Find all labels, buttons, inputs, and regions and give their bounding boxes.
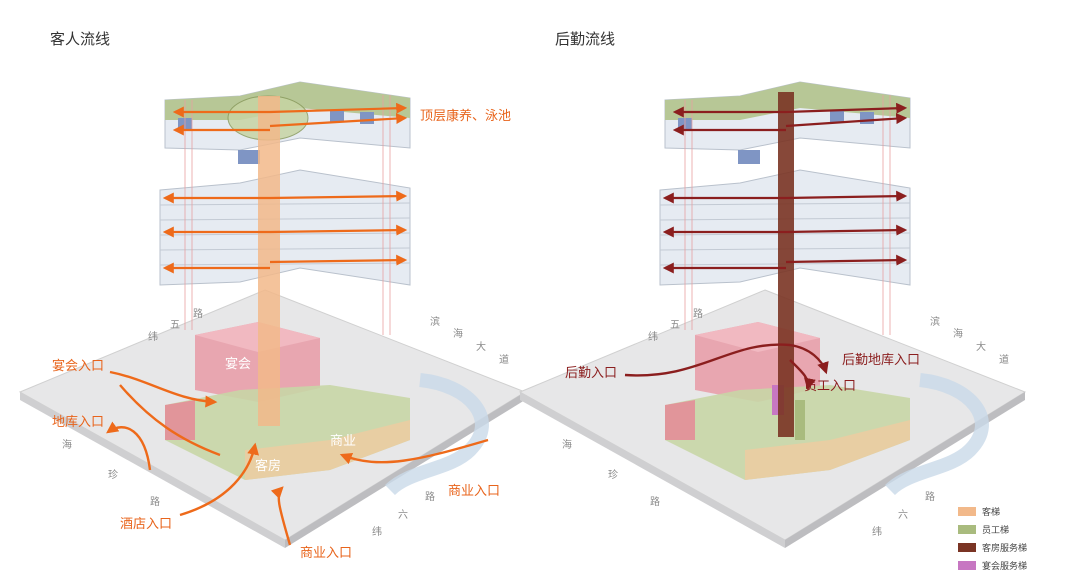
legend-swatch [958,524,976,534]
commerce-entrance-bottom-label: 商业入口 [300,546,352,561]
commerce-label: 商业 [330,434,356,449]
legend-swatch [958,506,976,516]
site-side-right [285,392,525,548]
left-diagram: 顶层康养、泳池 宴会 商业 客房 宴会入口 地库入口 酒店入口 商业入口 商业入… [18,81,527,561]
street-binhai-r4: 道 [999,353,1009,366]
legend-label: 客梯 [982,507,1001,518]
legend-item: 员工梯 [958,520,1027,538]
street-haizhen-r3: 路 [650,495,660,508]
street-binhai-r3: 大 [976,340,986,353]
street-wei6-2: 六 [398,509,408,521]
legend-item: 客梯 [958,502,1027,520]
commerce-entrance-right-label: 商业入口 [448,484,500,499]
street-wei5-r1: 纬 [648,330,658,343]
street-wei5-1: 纬 [148,330,158,343]
guest-entrance-arrows [106,370,489,546]
street-wei5-r3: 路 [693,307,703,320]
top-floor-label: 顶层康养、泳池 [420,108,511,124]
legend-swatch [958,542,976,552]
legend-item: 客房服务梯 [958,538,1027,556]
right-diagram-title: 后勤流线 [555,30,616,48]
river [385,373,489,496]
street-wei6-r2: 六 [898,509,908,521]
top-tower [164,81,411,164]
guest-floor-arrows [162,102,408,274]
legend-swatch [958,560,976,570]
logistics-entrance-arrows [624,343,829,391]
staff-entrance-label: 员工入口 [804,379,856,394]
left-diagram-title: 客人流线 [50,30,111,48]
street-binhai-3: 大 [476,340,486,353]
logistics-entrance-label: 后勤入口 [565,366,617,381]
garage-entrance-label: 地库入口 [52,414,104,430]
street-haizhen-2: 珍 [108,469,118,481]
banquet-block [195,322,320,402]
street-wei5-3: 路 [193,307,203,320]
street-wei6-r1: 纬 [872,525,882,538]
street-binhai-1: 滨 [430,315,440,328]
street-wei6-3: 路 [425,490,435,503]
logistics-floor-arrows [662,102,908,274]
street-haizhen-3: 路 [150,495,160,508]
logistics-garage-label: 后勤地库入口 [842,352,920,368]
street-wei5-2: 五 [170,320,180,331]
street-binhai-2: 海 [453,327,463,340]
street-binhai-r1: 滨 [930,315,940,328]
banquet-entrance-label: 宴会入口 [52,358,104,374]
legend-item: 宴会服务梯 [958,556,1027,574]
street-binhai-r2: 海 [953,327,963,340]
legend-label: 宴会服务梯 [982,561,1028,572]
street-haizhen-1: 海 [62,438,72,451]
street-binhai-4: 道 [499,353,509,366]
guest-elevator-shaft [258,96,280,426]
banquet-label: 宴会 [225,356,251,372]
legend: 客梯 员工梯 客房服务梯 宴会服务梯 [958,502,1027,574]
street-haizhen-r2: 珍 [608,469,618,481]
room-service-elevator-shaft [778,92,794,437]
site-side-left [20,392,285,548]
legend-label: 员工梯 [982,525,1010,536]
street-haizhen-r1: 海 [562,438,572,451]
rooms-label: 客房 [255,458,281,474]
street-wei6-1: 纬 [372,525,382,538]
right-diagram: 后勤入口 后勤地库入口 员工入口 纬 五 路 滨 海 大 道 海 珍 路 纬 六… [518,81,1027,548]
hotel-entrance-label: 酒店入口 [120,517,172,532]
staff-elevator-shaft [795,400,805,440]
legend-label: 客房服务梯 [982,543,1028,554]
street-wei5-r2: 五 [670,320,680,331]
street-wei6-r3: 路 [925,490,935,503]
